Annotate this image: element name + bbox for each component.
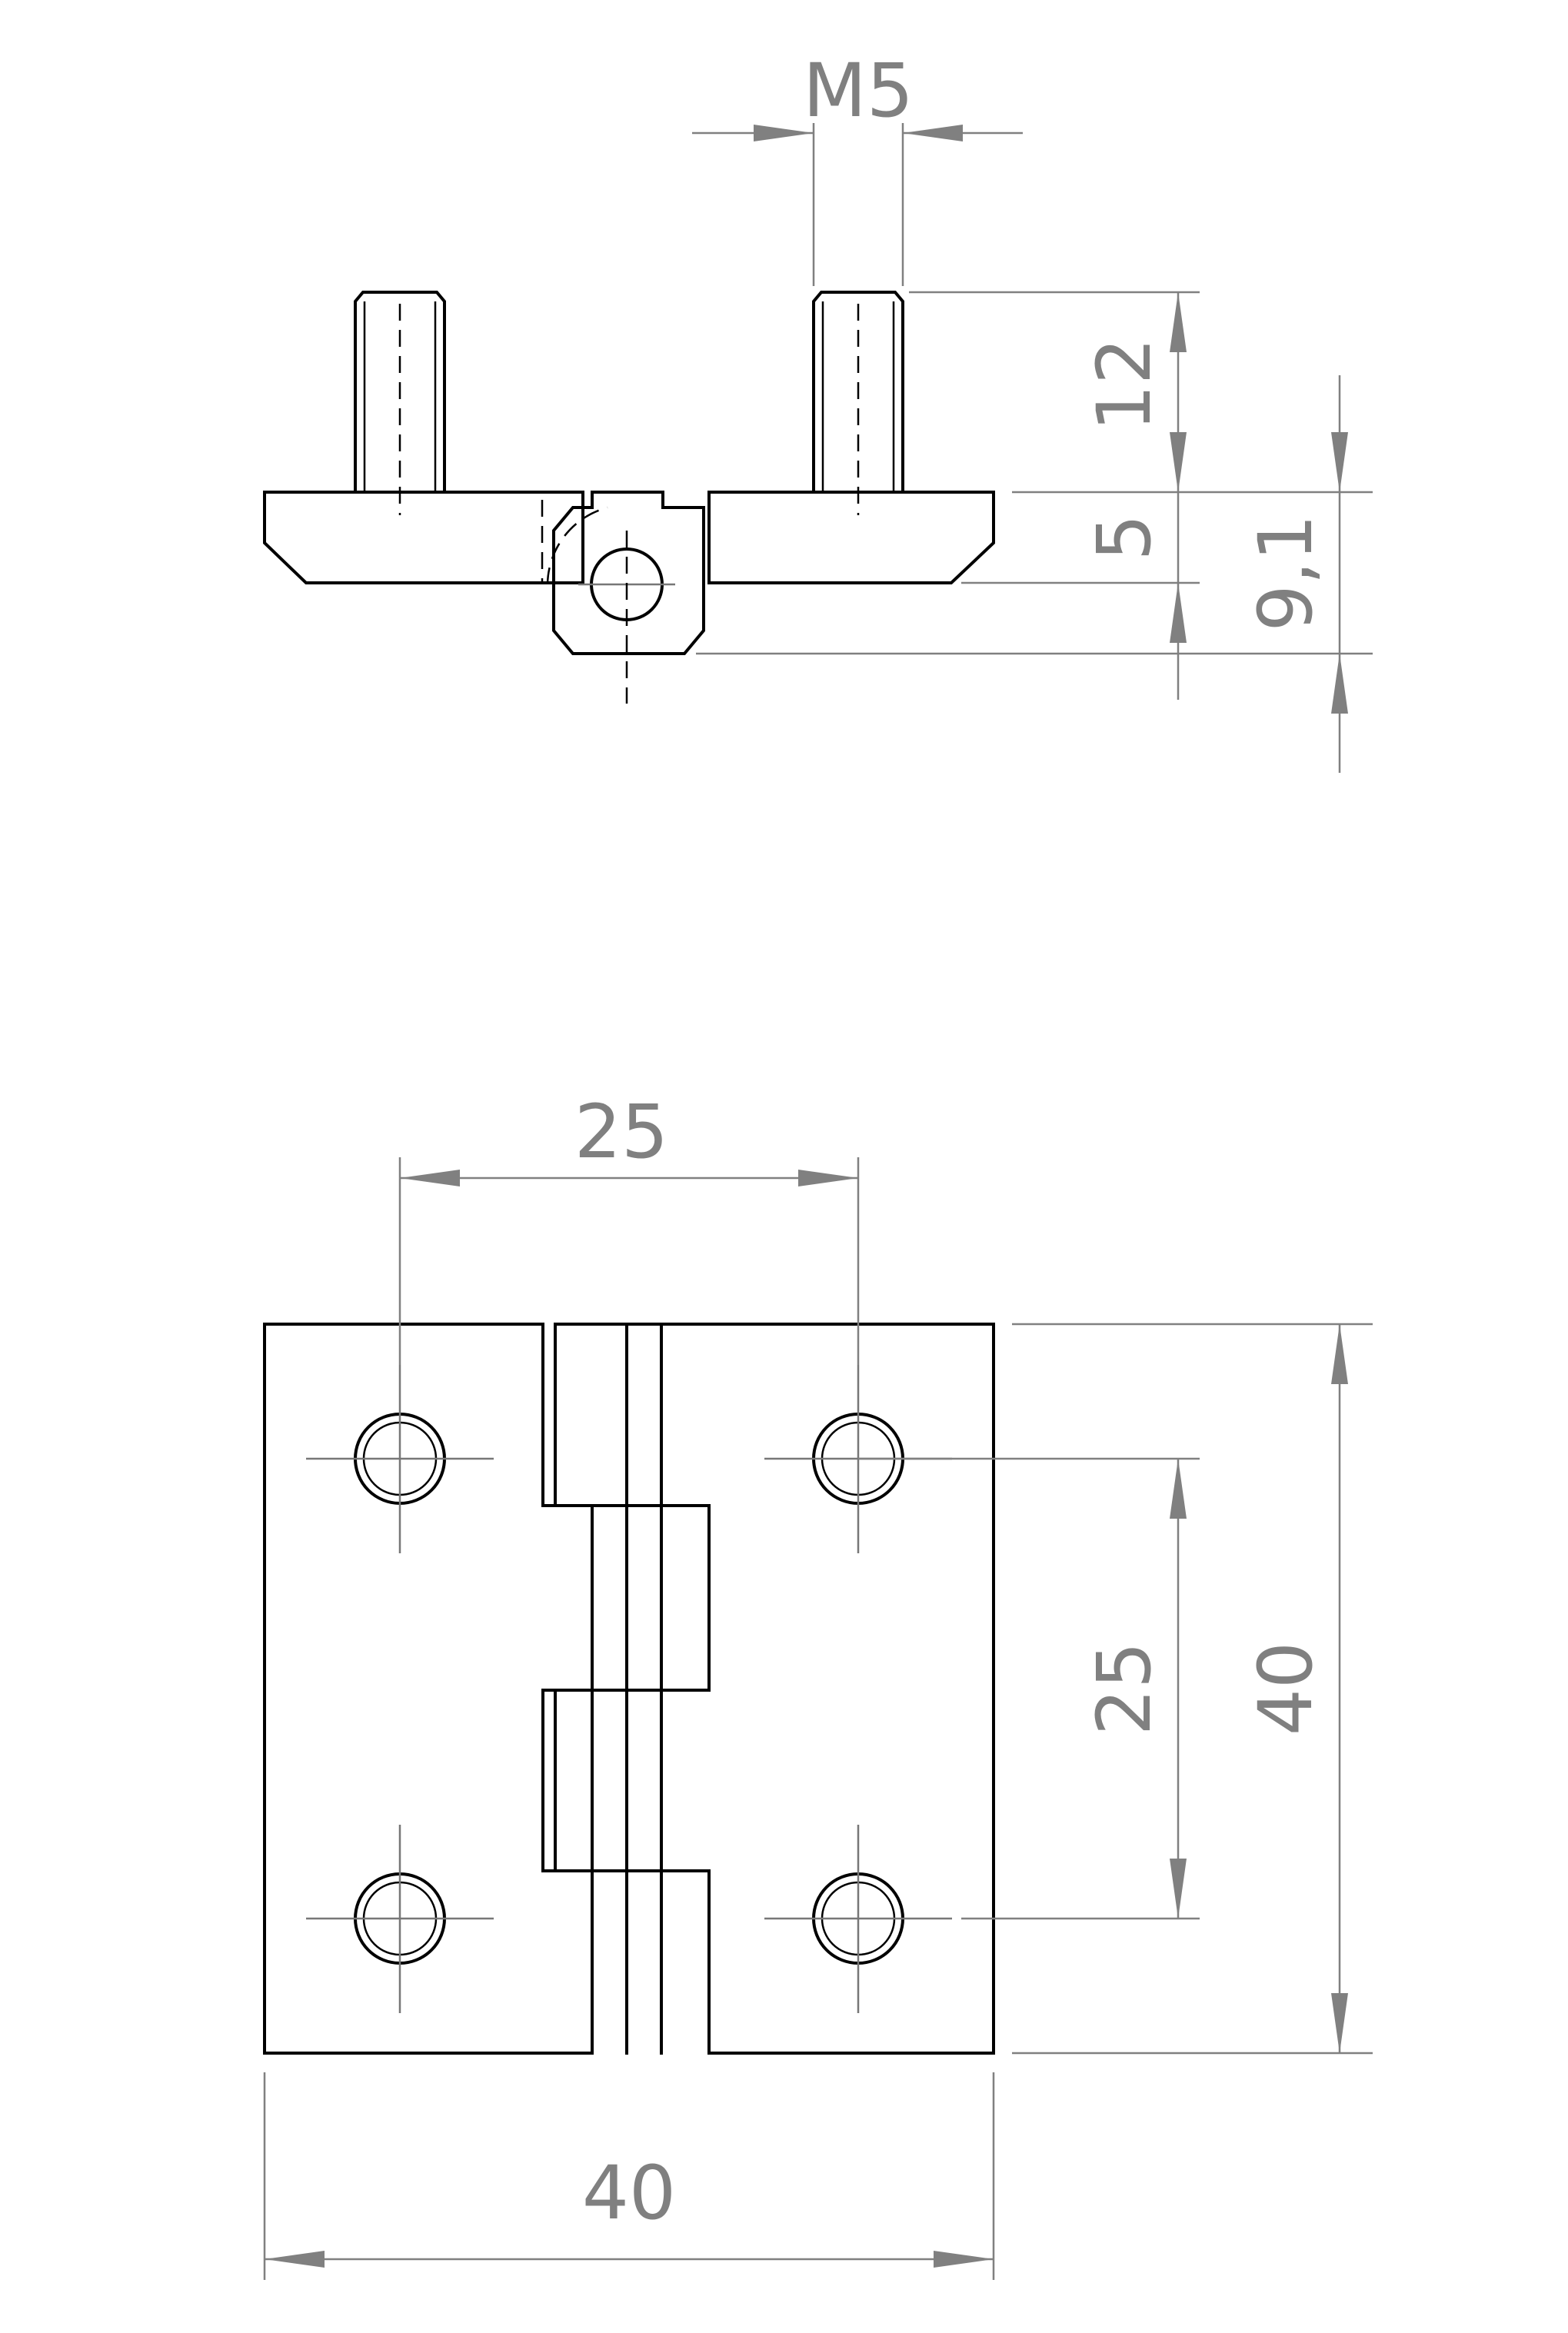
side-knuckle-hidden-arc <box>546 506 608 585</box>
side-knuckle <box>552 491 705 655</box>
dim-stud-length-label: 12 <box>1081 338 1167 431</box>
dim-thread: M5 <box>692 48 1023 286</box>
dim-hole-spacing-vertical-label: 25 <box>1081 1642 1167 1736</box>
front-hole-top-left <box>306 1365 494 1553</box>
side-view <box>263 291 995 704</box>
side-right-leaf <box>707 491 995 584</box>
dim-overall-height: 40 <box>1012 1323 1373 2055</box>
front-hole-bottom-right <box>764 1825 952 2013</box>
dim-hole-spacing-vertical: 25 <box>858 1457 1200 1920</box>
dim-knuckle-height-label: 9,1 <box>1243 514 1329 632</box>
front-view <box>263 1323 995 2055</box>
side-right-stud <box>812 291 904 494</box>
dim-leaf-thickness-label: 5 <box>1081 514 1167 561</box>
dim-overall-width-label: 40 <box>582 2150 676 2236</box>
dim-hole-spacing-horizontal-label: 25 <box>574 1089 668 1175</box>
dim-overall-width: 40 <box>263 2072 995 2280</box>
side-left-stud <box>354 291 446 494</box>
front-hole-bottom-left <box>306 1825 494 2013</box>
dim-overall-height-label: 40 <box>1243 1642 1329 1736</box>
front-right-leaf <box>541 1323 995 2055</box>
dim-side-vertical: 12 5 9,1 <box>696 291 1373 773</box>
side-left-leaf <box>263 491 584 584</box>
dim-thread-label: M5 <box>803 48 914 134</box>
dim-hole-spacing-horizontal: 25 <box>398 1089 860 1365</box>
